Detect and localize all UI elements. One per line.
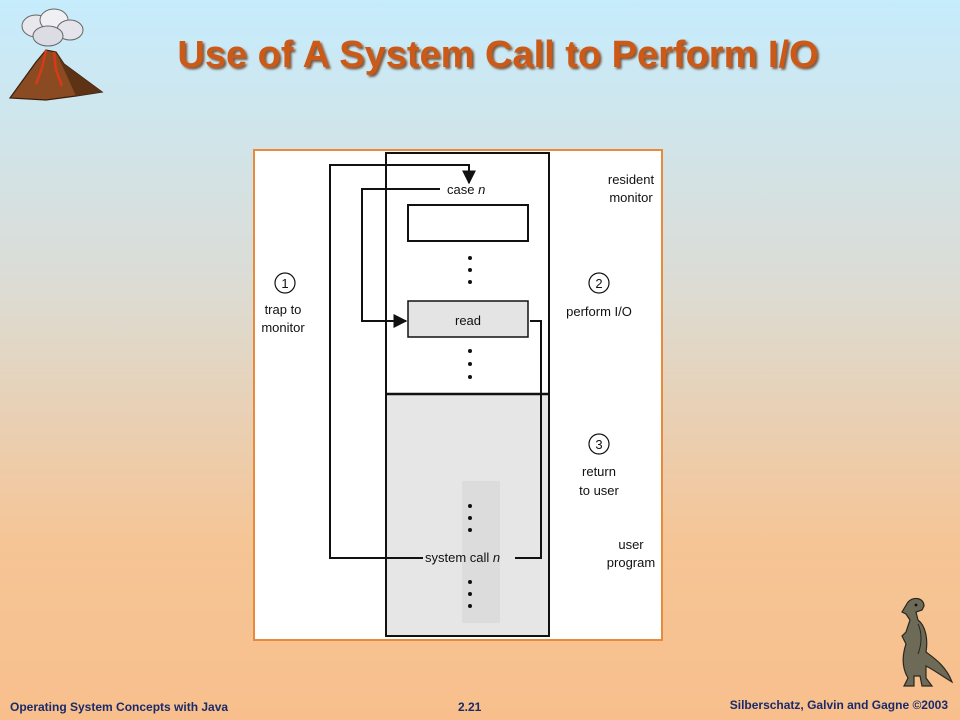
user-program-label: user <box>618 537 644 552</box>
step-1-label-2: monitor <box>261 320 305 335</box>
volcano-shading <box>56 52 102 96</box>
case-block <box>407 204 529 242</box>
footer-copyright: Silberschatz, Galvin and Gagne ©2003 <box>729 698 948 712</box>
lava-stream <box>34 49 64 87</box>
step-2-label: perform I/O <box>566 304 632 319</box>
ellipsis-dots <box>468 256 472 608</box>
volcano-logo-icon <box>8 8 104 101</box>
read-block <box>407 300 529 338</box>
slide-title: Use of A System Call to Perform I/O <box>177 34 819 76</box>
svg-text:2: 2 <box>595 276 602 291</box>
dispatch-arrow <box>361 188 440 328</box>
svg-text:3: 3 <box>595 437 602 452</box>
step-3-marker: 3 <box>588 433 610 455</box>
step-1-marker: 1 <box>274 272 296 294</box>
smoke-cloud <box>21 8 84 47</box>
svg-text:1: 1 <box>281 276 288 291</box>
user-program-label-2: program <box>607 555 655 570</box>
step-3-label-2: to user <box>579 483 619 498</box>
step-1-label: trap to <box>265 302 302 317</box>
resident-monitor-label-2: monitor <box>609 190 653 205</box>
system-call-diagram: case n read system call n resident monit… <box>253 149 663 641</box>
dinosaur-mascot-icon <box>901 597 954 687</box>
footer-page-number: 2.21 <box>458 700 482 714</box>
trap-arrow <box>329 164 476 559</box>
user-program-inner-strip <box>462 481 500 623</box>
system-call-n-label: system call n <box>425 550 500 565</box>
resident-monitor-label: resident <box>608 172 655 187</box>
return-arrow <box>515 320 542 559</box>
read-label: read <box>455 313 481 328</box>
diagram-canvas: case n read system call n resident monit… <box>261 152 655 637</box>
step-3-label: return <box>582 464 616 479</box>
footer-course: Operating System Concepts with Java <box>10 700 229 714</box>
step-2-marker: 2 <box>588 272 610 294</box>
case-n-label: case n <box>447 182 485 197</box>
